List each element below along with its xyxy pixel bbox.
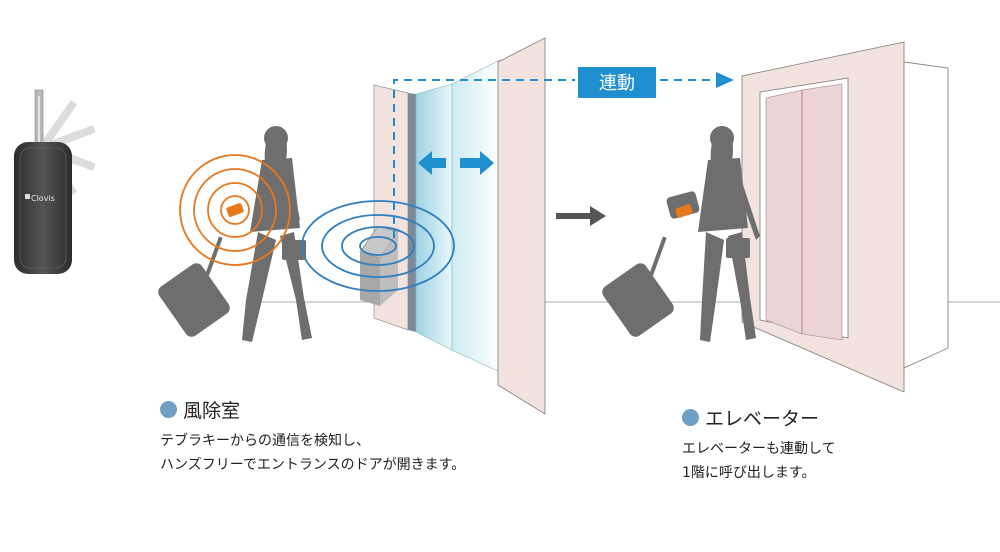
caption-vestibule: 風除室 テブラキーからの通信を検知し、 ハンズフリーでエントランスのドアが開きま… (160, 396, 465, 477)
caption-elevator-line-1: エレベーターも連動して (682, 441, 836, 457)
carried-key-fob-right (675, 204, 693, 218)
bullet-icon (682, 409, 699, 426)
orange-signal-rings (179, 154, 291, 266)
door-open-arrows-icon (418, 151, 494, 175)
caption-elevator-title-text: エレベーター (705, 408, 820, 430)
caption-elevator-line-2: 1階に呼び出します。 (682, 465, 816, 481)
key-fob-icon: Clovis (14, 89, 96, 274)
person-silhouette-right (602, 126, 760, 342)
caption-elevator-title: エレベーター (682, 404, 836, 431)
carried-key-fob (226, 203, 244, 217)
card-reader-icon (359, 225, 399, 306)
caption-vestibule-line-2: ハンズフリーでエントランスのドアが開きます。 (160, 457, 466, 473)
link-badge (578, 67, 656, 98)
caption-vestibule-title-text: 風除室 (183, 400, 241, 422)
blue-signal-waves (301, 200, 455, 292)
elevator (741, 41, 949, 393)
entrance-door (373, 37, 546, 415)
caption-vestibule-title: 風除室 (160, 396, 465, 423)
caption-elevator: エレベーター エレベーターも連動して 1階に呼び出します。 (682, 404, 836, 485)
next-step-arrow-icon (556, 206, 606, 226)
link-badge-label: 連動 (599, 73, 635, 94)
caption-vestibule-line-1: テブラキーからの通信を検知し、 (160, 433, 370, 449)
bullet-icon (160, 401, 177, 418)
link-connector (393, 72, 734, 238)
fob-brand-label: Clovis (31, 194, 55, 203)
person-silhouette-left (158, 126, 312, 342)
